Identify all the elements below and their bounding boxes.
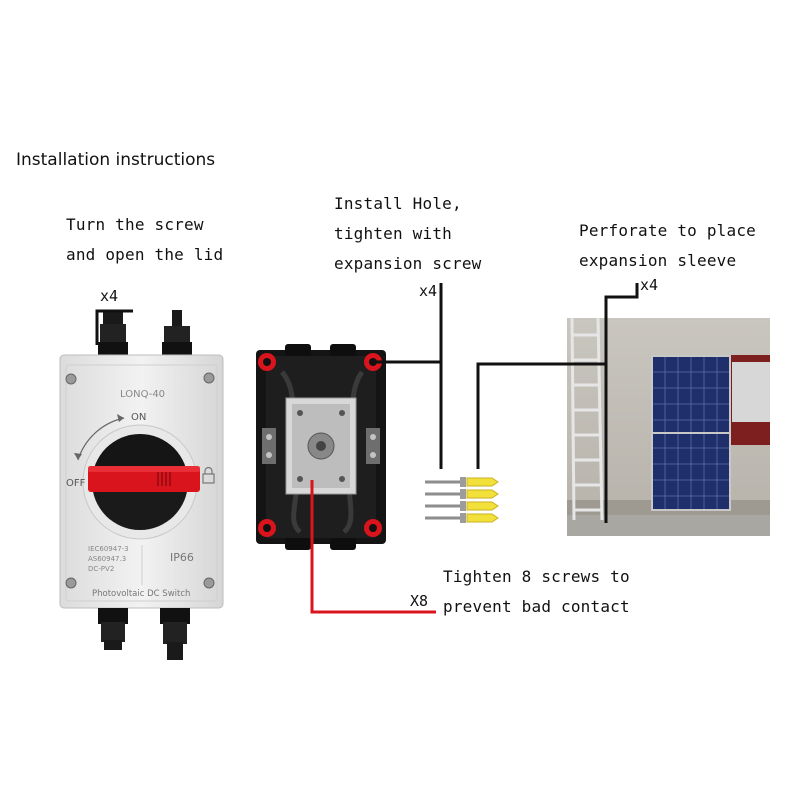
multiplier-perforate: x4	[640, 276, 659, 294]
ip-rating: IP66	[170, 551, 194, 564]
step-text-line: expansion screw	[334, 254, 482, 273]
step-text-line: and open the lid	[66, 245, 224, 264]
bottom-connector-right	[160, 608, 190, 660]
screw-icon	[425, 489, 466, 499]
mounting-hole-icon	[258, 519, 276, 537]
dc-switch	[59, 309, 224, 660]
standard-3: DC-PV2	[88, 565, 114, 573]
multiplier-tighten: X8	[410, 592, 429, 610]
screw-icon	[65, 373, 77, 385]
step-text-line: tighten with	[334, 224, 452, 243]
rotary-handle	[88, 466, 200, 492]
wall-photo	[567, 317, 770, 536]
standard-1: IEC60947-3	[88, 545, 129, 553]
step-install-hole: Install Hole, tighten with expansion scr…	[334, 189, 482, 279]
leader-lines	[310, 283, 639, 614]
ladder-icon	[570, 317, 604, 521]
off-label: OFF	[66, 478, 86, 489]
step-turn-screw: Turn the screw and open the lid	[66, 210, 223, 270]
switch-caption: Photovoltaic DC Switch	[92, 589, 190, 599]
step-text-line: Turn the screw	[66, 215, 204, 234]
expansion-anchors	[425, 477, 499, 523]
bottom-connector-left	[98, 608, 128, 650]
mounting-hole-icon	[258, 353, 276, 371]
solar-panel-icon	[651, 355, 731, 511]
mounting-hole-icon	[364, 519, 382, 537]
step-text-line: prevent bad contact	[443, 597, 630, 616]
screw-icon	[65, 577, 77, 589]
screw-icon	[425, 477, 466, 487]
top-connector-left	[98, 312, 128, 356]
step-text-line: Tighten 8 screws to	[443, 567, 630, 586]
standard-2: AS60947.3	[88, 555, 126, 563]
step-perforate: Perforate to place expansion sleeve	[579, 216, 756, 276]
screw-icon	[203, 577, 215, 589]
open-enclosure	[256, 344, 386, 550]
screw-icon	[425, 513, 466, 523]
lock-icon	[202, 466, 215, 484]
switch-model: LONQ-40	[120, 389, 165, 400]
anchor-sleeve-icon	[466, 477, 499, 523]
screw-icon	[425, 501, 466, 511]
multiplier-install-hole: x4	[419, 282, 438, 300]
screw-icon	[203, 372, 215, 384]
step-text-line: Install Hole,	[334, 194, 462, 213]
step-tighten: Tighten 8 screws to prevent bad contact	[443, 562, 630, 622]
step-text-line: expansion sleeve	[579, 251, 737, 270]
step-text-line: Perforate to place	[579, 221, 756, 240]
top-connector-right	[162, 310, 192, 356]
page-title: Installation instructions	[16, 150, 216, 170]
on-label: ON	[131, 412, 146, 423]
multiplier-turn-screw: x4	[100, 287, 119, 305]
